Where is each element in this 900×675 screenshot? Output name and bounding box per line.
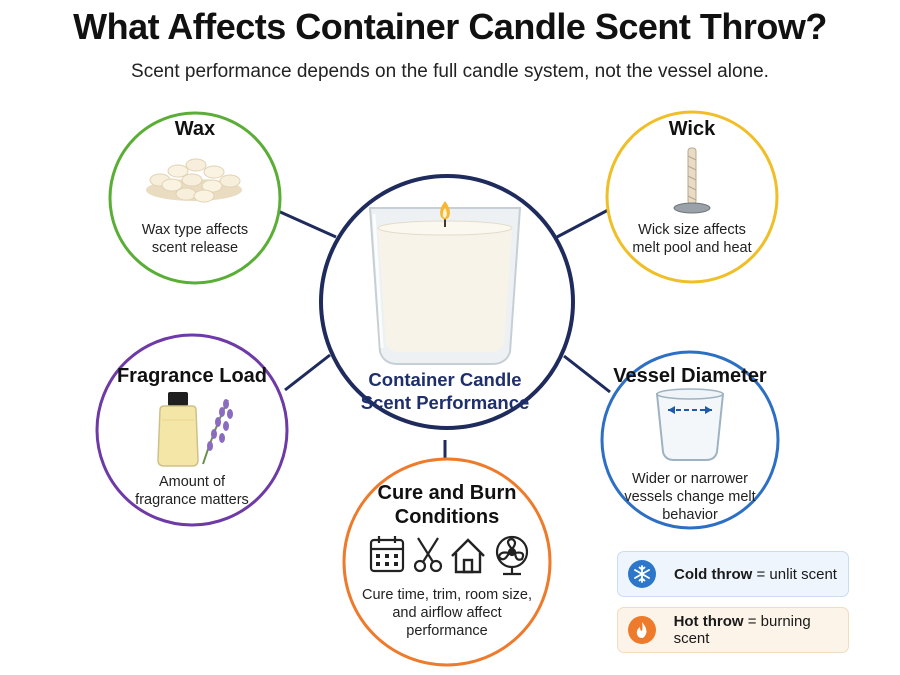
legend-cold-throw: Cold throw = unlit scent: [617, 551, 849, 597]
node-wick-desc: Wick size affects melt pool and heat: [607, 221, 777, 257]
hot-throw-term: Hot throw: [673, 613, 744, 630]
cold-throw-term: Cold throw: [674, 565, 753, 583]
wax-desc-line2: scent release: [151, 240, 239, 256]
node-vessel-desc: Wider or narrower vessels change melt be…: [602, 470, 778, 524]
node-wax: Wax: [110, 117, 280, 141]
fragrance-desc-line1: Amount of: [158, 474, 226, 490]
wick-desc-line2: melt pool and heat: [632, 240, 752, 256]
node-vessel: Vessel Diameter: [602, 364, 778, 388]
glass-vessel-icon: [655, 388, 725, 461]
flame-icon: [628, 616, 656, 644]
wick-title: Wick: [668, 118, 716, 140]
connector-vessel: [563, 354, 611, 394]
node-fragrance: Fragrance Load: [97, 364, 287, 388]
page-subtitle: Scent performance depends on the full ca…: [131, 61, 769, 82]
wax-desc-line1: Wax type affects: [141, 222, 249, 238]
hot-throw-definition: = burning scent: [673, 613, 811, 647]
fan-icon: [495, 535, 529, 576]
node-cure: Cure and Burn Conditions: [347, 481, 547, 529]
connector-lines: [277, 207, 611, 470]
cure-desc-line1: Cure time, trim, room size,: [362, 587, 532, 603]
node-cure-desc: Cure time, trim, room size, and airflow …: [347, 586, 547, 640]
wax-title: Wax: [174, 118, 216, 140]
calendar-icon: [369, 536, 405, 573]
vessel-desc-line2: vessels change melt: [624, 489, 756, 505]
cure-ring: [342, 457, 552, 667]
node-wick: Wick: [607, 117, 777, 141]
connector-fragrance: [284, 353, 331, 392]
center-label-line1: Container Candle: [368, 369, 522, 390]
node-wax-desc: Wax type affects scent release: [110, 221, 280, 257]
wick-desc-line1: Wick size affects: [638, 222, 746, 238]
candle-icon: [368, 201, 522, 365]
legend-hot-throw: Hot throw = burning scent: [617, 607, 849, 653]
vessel-desc-line1: Wider or narrower: [631, 471, 749, 487]
cure-title-line1: Cure and Burn: [377, 482, 517, 504]
vessel-desc-line3: behavior: [662, 507, 718, 523]
wax-flakes-icon: [146, 158, 242, 203]
cure-desc-line3: performance: [406, 623, 488, 639]
connector-wax: [277, 209, 337, 239]
connector-wick: [556, 207, 611, 239]
snowflake-icon: [628, 560, 656, 588]
fragrance-bottle-icon: [157, 392, 233, 467]
vessel-title: Vessel Diameter: [613, 365, 767, 387]
center-label-line2: Scent Performance: [360, 392, 530, 413]
fragrance-desc-line2: fragrance matters: [135, 492, 249, 508]
fragrance-title: Fragrance Load: [116, 365, 268, 387]
scissors-icon: [413, 537, 443, 573]
cure-desc-line2: and airflow affect: [392, 605, 502, 621]
center-label: Container Candle Scent Performance: [340, 368, 550, 414]
node-fragrance-desc: Amount of fragrance matters: [97, 473, 287, 509]
house-icon: [451, 538, 485, 574]
page-title: What Affects Container Candle Scent Thro…: [73, 6, 827, 47]
wick-icon: [673, 147, 711, 214]
cure-title-line2: Conditions: [394, 506, 500, 528]
cold-throw-definition: = unlit scent: [756, 565, 837, 583]
